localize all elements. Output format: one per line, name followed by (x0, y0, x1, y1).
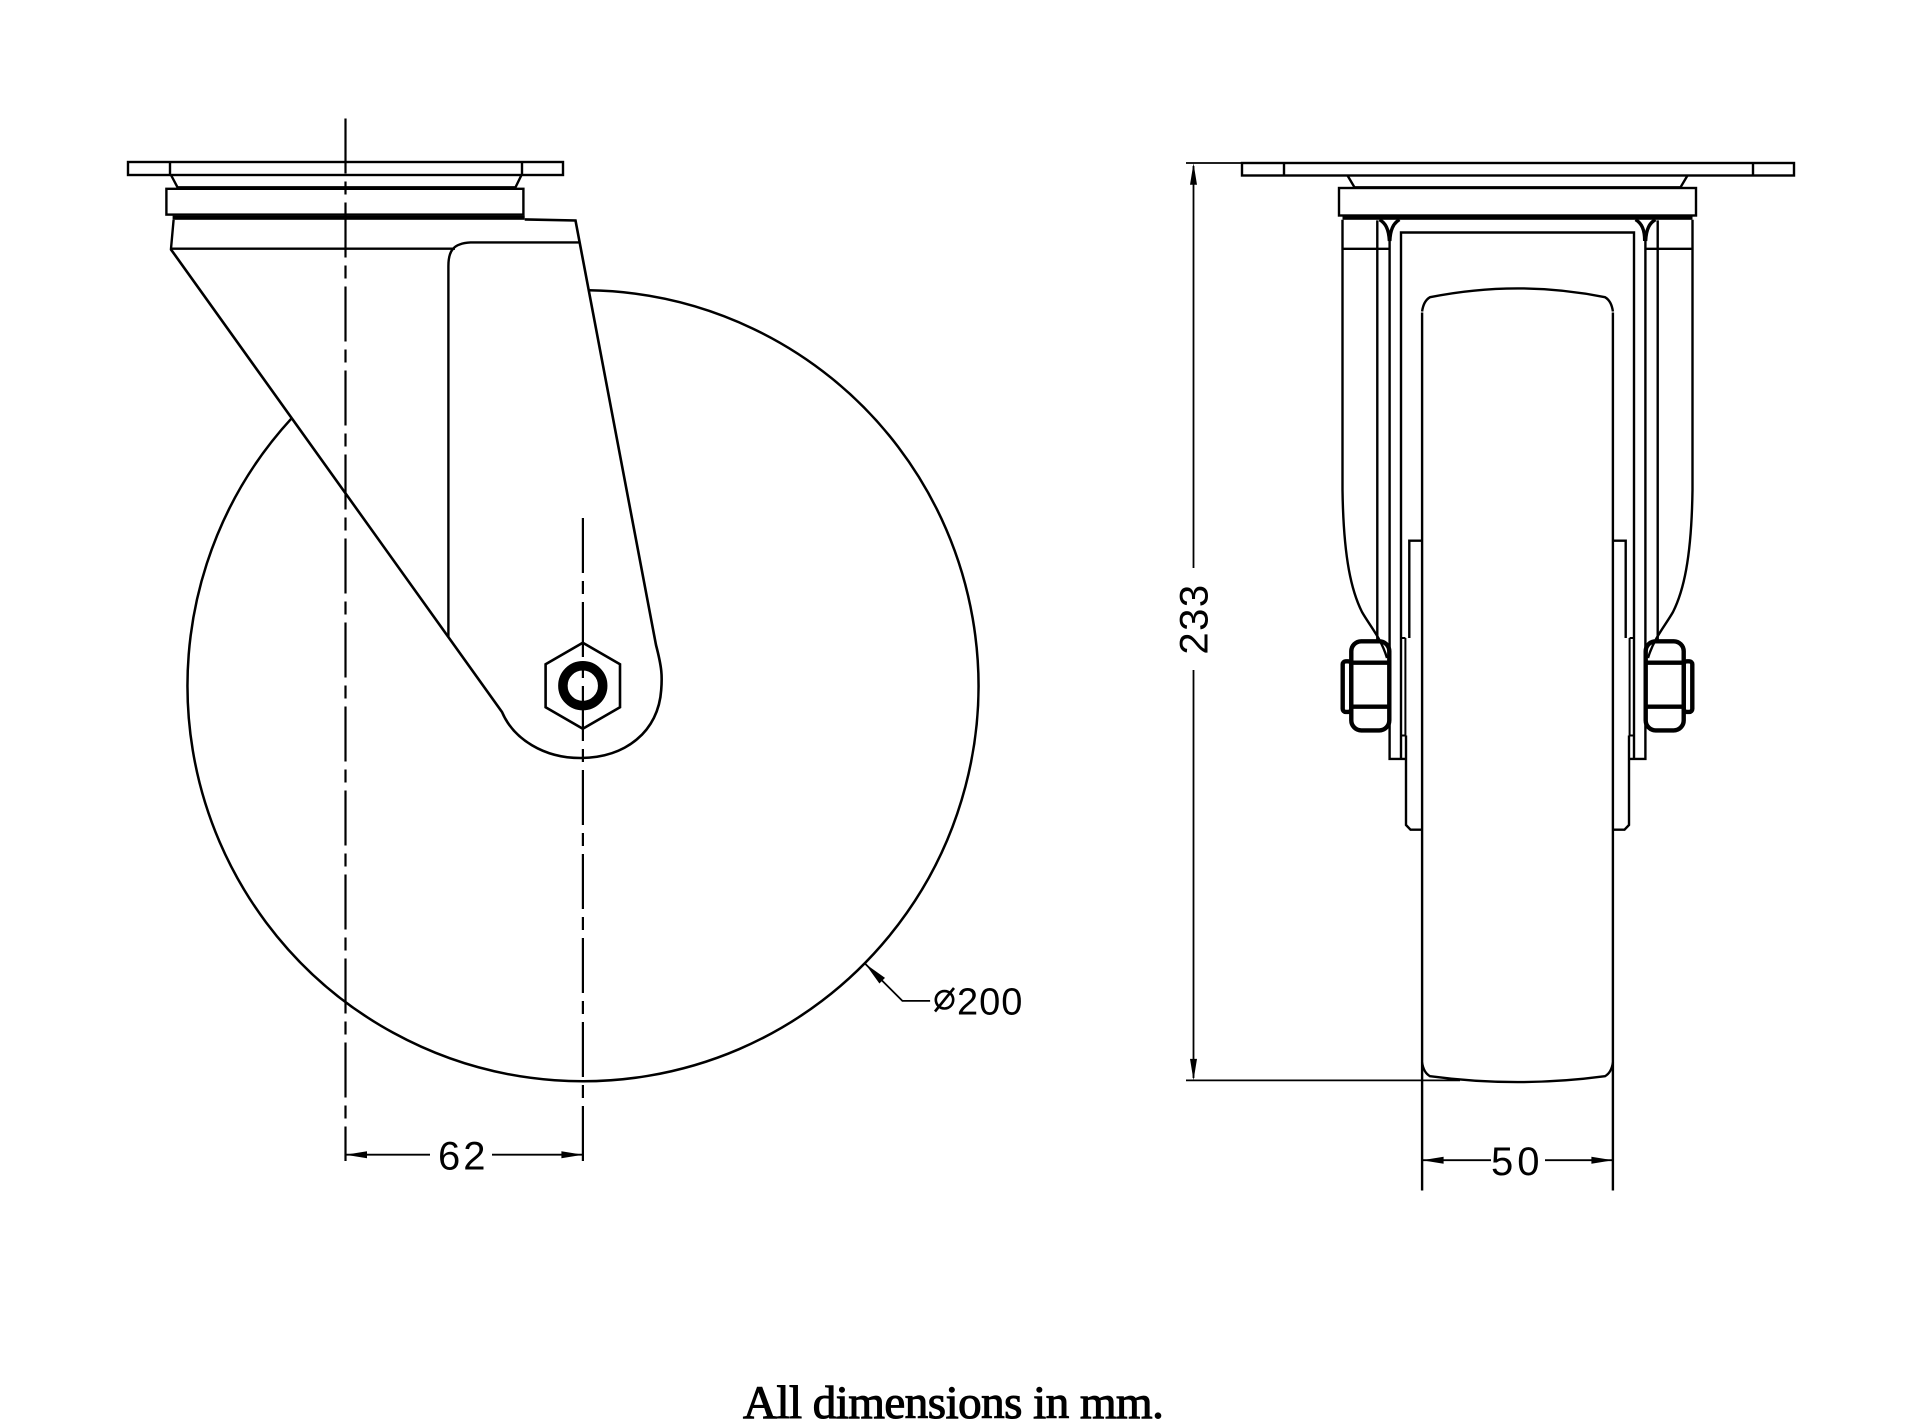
svg-text:50: 50 (1491, 1140, 1544, 1184)
svg-text:200: 200 (957, 982, 1023, 1024)
svg-text:233: 233 (1173, 583, 1217, 654)
svg-text:62: 62 (438, 1135, 489, 1179)
svg-text:All dimensions in mm.: All dimensions in mm. (743, 1377, 1163, 1425)
